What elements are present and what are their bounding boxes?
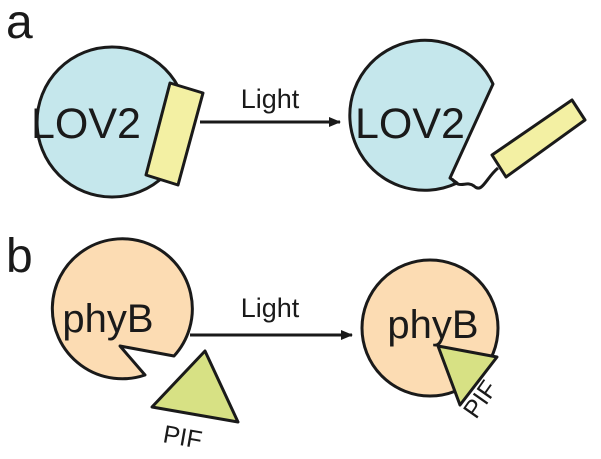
j-alpha-helix-docked <box>144 81 205 187</box>
lov2-label-left: LOV2 <box>31 100 141 148</box>
panel-b: b phyB PIF Light phyB PIF <box>6 230 503 455</box>
pif-triangle-left <box>150 349 240 424</box>
phyb-label-left: phyB <box>62 297 153 341</box>
lov2-lit-state: LOV2 <box>348 38 587 192</box>
phyb-domain-left <box>50 237 194 381</box>
lov2-dark-state: LOV2 <box>31 45 205 199</box>
pif-label-left: PIF <box>161 420 204 454</box>
lov2-label-right: LOV2 <box>355 100 465 148</box>
panel-a: a LOV2 Light LOV2 <box>6 0 587 199</box>
arrow-a-label: Light <box>241 84 300 114</box>
panel-a-letter: a <box>6 0 33 49</box>
phyb-label-right: phyB <box>387 303 478 347</box>
linker-tether <box>450 166 500 190</box>
arrow-b-label: Light <box>241 293 300 323</box>
light-arrow-a: Light <box>200 84 341 127</box>
phyb-inactive-state: phyB PIF <box>50 237 240 455</box>
pif-triangle-bound <box>436 344 499 407</box>
phyb-active-state: phyB PIF <box>360 258 503 423</box>
lov2-domain-right <box>348 38 495 192</box>
light-arrow-b: Light <box>190 293 353 340</box>
panel-b-letter: b <box>6 230 33 283</box>
j-alpha-helix-released <box>490 98 587 179</box>
